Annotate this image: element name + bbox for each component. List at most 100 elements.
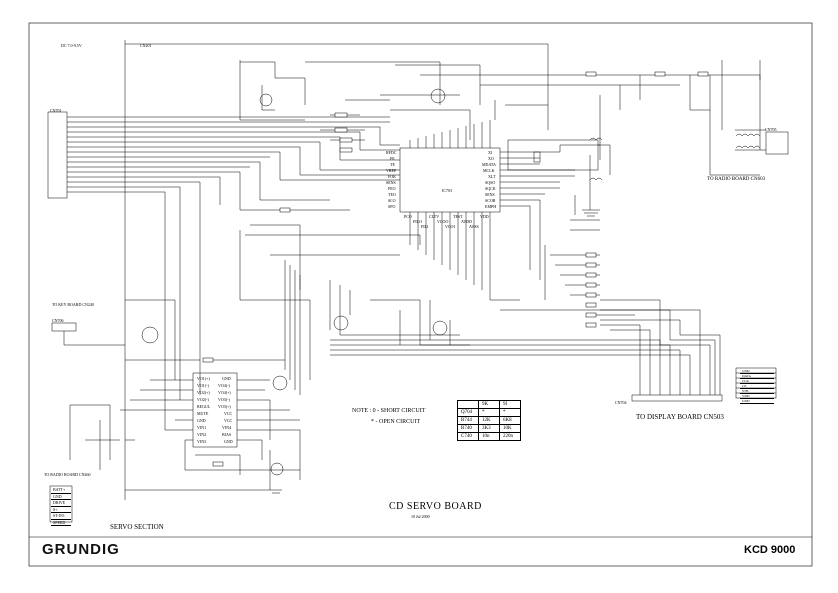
lead-label: SPEED [51, 520, 71, 526]
board-date: 10 Jul 2000 [411, 514, 430, 519]
to-radio-board-left-label: TO RADIO BOARD CN460 [44, 472, 91, 477]
right-pin-label-box: GND DATA CLK CE STB VDD GND [740, 369, 774, 404]
sheet-frame [28, 22, 813, 567]
ic-pin-label: SQSO [485, 180, 496, 185]
board-title: CD SERVO BOARD [389, 501, 482, 512]
lead-label: ST-IN1 [51, 513, 71, 520]
right-pin-label: GND [740, 399, 774, 404]
ic-pin-label: FILO [413, 219, 422, 224]
ic-pin-label: FOK [388, 174, 397, 179]
ic-pin-label: SENS [386, 180, 396, 185]
ic-pin-label: CLTV [429, 214, 440, 219]
ic-pin-label: MDATA [482, 162, 496, 167]
ic-pin-label: SLO [388, 198, 396, 203]
option-cell: C740 [457, 432, 479, 441]
section-label: SERVO SECTION [110, 523, 164, 531]
right-pin-label: GND [740, 369, 774, 374]
option-cell: 9K [478, 400, 500, 409]
brand-logo: GRUNDIG [42, 541, 120, 558]
right-pin-label: CLK [740, 379, 774, 384]
lead-label: BATT+ [51, 487, 71, 494]
model-name: KCD 9000 [744, 544, 796, 556]
ic-pin-label: RFDC [386, 150, 397, 155]
driver-pin-label: VO1(-) [197, 383, 209, 388]
ic-pin-label: FILI [421, 224, 429, 229]
driver-pin-label: VIN4 [222, 425, 232, 430]
option-cell: * [478, 408, 500, 417]
right-pin-label: STB [740, 389, 774, 394]
ic-pin-label: TEST [453, 214, 463, 219]
main-ic-label: IC703 [442, 188, 452, 193]
supply-label: DC 7.0-9.5V [61, 43, 82, 48]
ic-pin-label: VCOO [437, 219, 449, 224]
ic-pin-label: XO [488, 156, 494, 161]
ic-pin-label: VDD [480, 214, 489, 219]
driver-pin-label: VIN2 [197, 432, 207, 437]
driver-pin-label: GND [197, 418, 206, 423]
to-key-board-label: TO KEY BOARD CN240 [52, 302, 94, 307]
driver-pin-label: VO4(-) [218, 383, 230, 388]
ic-pin-label: AVDD [461, 219, 473, 224]
key-connector-label: CN706 [52, 318, 64, 323]
ic-pin-label: TE [390, 162, 395, 167]
lead-label-box: BATT+ GND DRIVE S+ ST-IN1 SPEED [51, 487, 71, 526]
ic-pin-label: XI [488, 150, 493, 155]
lead-label: GND [51, 494, 71, 500]
ic-pin-label: VREF [386, 168, 397, 173]
ic-pin-label: PCO [404, 214, 412, 219]
lead-label: S+ [51, 507, 71, 513]
option-cell: 10K [499, 424, 521, 433]
ic-pin-label: EMPH [485, 204, 497, 209]
option-table-row: C740 10n 220n [457, 432, 521, 441]
option-cell: 10n [478, 432, 500, 441]
option-cell: 12K [478, 416, 500, 425]
driver-pin-label: VO2(+) [197, 390, 210, 395]
driver-pin-label: BIAS [222, 432, 232, 437]
ic-pin-label: TEO [388, 192, 396, 197]
driver-pin-label: VO2(-) [197, 397, 209, 402]
option-cell: 3K3 [478, 424, 500, 433]
option-table-row: R740 3K3 10K [457, 424, 521, 433]
note-open-circuit: * - OPEN CIRCUIT [371, 419, 421, 425]
driver-pin-label: GND [222, 376, 231, 381]
driver-pin-label: GND [224, 439, 233, 444]
driver-pin-label: VO3(-) [218, 397, 230, 402]
option-cell: 220n [499, 432, 521, 441]
to-display-board-label: TO DISPLAY BOARD CN503 [636, 413, 724, 421]
option-cell: 9I [499, 400, 521, 409]
driver-pin-label: MUTE [197, 411, 209, 416]
ic-pin-label: SENS [485, 192, 495, 197]
ic-pin-label: FEO [388, 186, 396, 191]
connector-top-label: CN201 [140, 43, 152, 48]
driver-pin-label: VCC [224, 411, 233, 416]
ic-pin-label: AVSS [469, 224, 479, 229]
driver-pin-label: VIN3 [197, 439, 207, 444]
driver-pin-label: VIN1 [197, 425, 207, 430]
right-pin-label: DATA [740, 374, 774, 379]
to-radio-board-right-label: TO RADIO BOARD CN603 [707, 177, 766, 182]
driver-pin-label: VCC [224, 418, 233, 423]
ic-pin-label: SPO [388, 204, 396, 209]
option-cell [457, 400, 479, 409]
option-cell: Q704 [457, 408, 479, 417]
option-table: 9K 9I Q704 * * R744 12K 6K8 R740 3K3 10K… [457, 400, 521, 441]
driver-pin-label: VO3(+) [218, 404, 231, 409]
right-pin-label: CE [740, 384, 774, 389]
ic-pin-label: SCOR [485, 198, 496, 203]
ic-pin-label: XLT [488, 174, 496, 179]
note-short-circuit: NOTE : 0 - SHORT CIRCUIT [352, 408, 426, 414]
resistor-symbols [202, 71, 709, 467]
left-connector-label: CN701 [50, 108, 62, 113]
ic-pin-label: VCOI [445, 224, 455, 229]
driver-pin-label: REGUL [197, 404, 211, 409]
ic-pin-label: FE [390, 156, 395, 161]
option-cell: 6K8 [499, 416, 521, 425]
option-cell: * [499, 408, 521, 417]
driver-pin-label: VO4(+) [218, 390, 231, 395]
option-cell: R740 [457, 424, 479, 433]
option-table-row: R744 12K 6K8 [457, 416, 521, 425]
wiring [47, 40, 789, 523]
inductor-symbols [589, 133, 761, 181]
lead-label: DRIVE [51, 500, 71, 507]
ic-pin-label: SQCK [485, 186, 496, 191]
